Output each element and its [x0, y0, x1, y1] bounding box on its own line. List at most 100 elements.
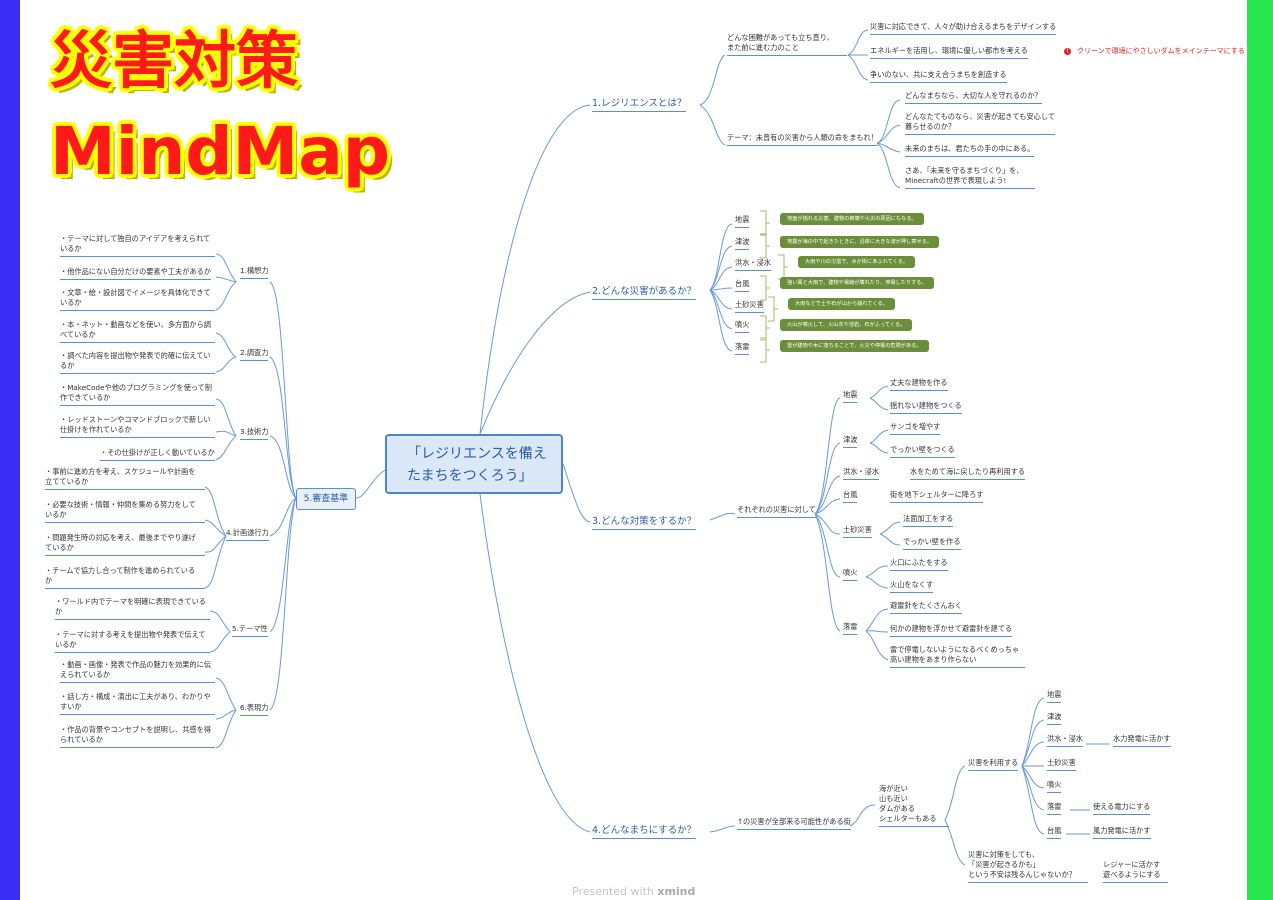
branch-4[interactable]: 4.どんなまちにするか？: [592, 822, 697, 839]
b5-i11[interactable]: ・問題発生時の対応を考え、最後までやり遂げているか: [45, 533, 205, 556]
b3-subtitle[interactable]: それぞれの災害に対して: [737, 505, 816, 518]
b5-i12[interactable]: ・チームで協力し合って制作を進められているか: [45, 566, 205, 589]
b3-d2[interactable]: 津波: [843, 435, 858, 448]
b4-use-3[interactable]: 洪水・浸水: [1047, 734, 1083, 747]
b1-item-2[interactable]: エネルギーを活用し、環境に優しい都市を考える: [870, 46, 1028, 59]
left-border: [0, 0, 20, 900]
b4-concern-answer-line-2: 遊べるようにする: [1103, 870, 1161, 879]
b1-warning-text: クリーンで環境にやさしいダムをメインテーマにする: [1077, 47, 1245, 55]
b5-i7[interactable]: ・レッドストーンやコマンドブロックで新しい仕掛けを作れているか: [60, 415, 215, 438]
b5-i17[interactable]: ・作品の背景やコンセプトを説明し、共感を得られているか: [60, 725, 215, 748]
b2-disaster-7[interactable]: 落雷: [735, 342, 750, 355]
b3-d4[interactable]: 台風: [843, 490, 858, 503]
b5-i6[interactable]: ・MakeCodeや他のプログラミングを使って制作できているか: [60, 383, 215, 406]
b4-use-6[interactable]: 落雷: [1047, 802, 1062, 815]
b4-use-3-note[interactable]: 水力発電に活かす: [1113, 734, 1171, 747]
b4-use-disaster[interactable]: 災害を利用する: [968, 758, 1019, 771]
branch-2[interactable]: 2.どんな災害があるか？: [592, 283, 697, 300]
b3-d7-m1[interactable]: 避雷針をたくさんおく: [890, 601, 962, 614]
b4-use-1[interactable]: 地震: [1047, 690, 1062, 703]
b3-d7-m3[interactable]: 雷で停電しないようになるべくめっちゃ 高い建物をあまり作らない: [890, 645, 1025, 668]
b1-definition[interactable]: どんな困難があっても立ち直り、 また前に進む力のこと: [727, 33, 847, 56]
b5-i3-l1: ・文章・絵・設計図でイメージを具体化できて: [60, 288, 211, 297]
b5-g3[interactable]: 3.技術力: [240, 427, 269, 440]
b5-g6[interactable]: 6.表現力: [240, 703, 269, 716]
b3-d5-m1[interactable]: 法面加工をする: [903, 514, 954, 527]
b5-i8[interactable]: ・その仕掛けが正しく動いているか: [100, 448, 215, 461]
b3-d1-m1[interactable]: 丈夫な建物を作る: [890, 378, 948, 391]
b3-d6[interactable]: 噴火: [843, 568, 858, 581]
b2-disaster-2-desc: 地震が海の中で起きたときに、沿岸に大きな波が押し寄せる。: [780, 236, 940, 248]
b5-i13[interactable]: ・ワールド内でテーマを明確に表現できているか: [55, 597, 210, 620]
b5-g5[interactable]: 5.テーマ性: [232, 624, 268, 637]
b3-d2-m2[interactable]: でっかい壁をつくる: [890, 445, 955, 458]
b5-i3[interactable]: ・文章・絵・設計図でイメージを具体化できているか: [60, 288, 215, 311]
b5-i4[interactable]: ・本・ネット・動画などを使い、多方面から調べているか: [60, 320, 215, 343]
b2-disaster-1-desc: 地面が揺れる災害。建物の倒壊や火災の原因にもなる。: [780, 213, 924, 225]
b1-theme[interactable]: テーマ：未曾有の災害から人類の命をまもれ！: [727, 133, 878, 146]
b3-d6-m2[interactable]: 火山をなくす: [890, 580, 934, 593]
b3-d6-m1[interactable]: 火口にふたをする: [890, 558, 948, 571]
branch-3[interactable]: 3.どんな対策をするか？: [592, 513, 697, 530]
b3-d7-m2[interactable]: 何かの建物を浮かせて避雷針を建てる: [890, 624, 1013, 637]
b4-use-7[interactable]: 台風: [1047, 826, 1062, 839]
b4-use-7-note[interactable]: 風力発電に活かす: [1093, 826, 1151, 839]
b4-feature-2: 山も近い: [879, 794, 908, 803]
b3-d2-m1[interactable]: サンゴを増やす: [890, 422, 941, 435]
b4-subtitle[interactable]: ↑の災害が全部来る可能性がある街: [737, 817, 851, 830]
b5-i12-l2: か: [45, 576, 53, 585]
b4-concern-answer[interactable]: レジャーに活かす 遊べるようにする: [1103, 860, 1168, 883]
central-topic[interactable]: 「レジリエンスを備え たまちをつくろう」: [385, 434, 563, 494]
b4-feature-1: 海が近い: [879, 784, 908, 793]
b5-i4-l2: べているか: [60, 330, 96, 339]
b4-use-5[interactable]: 噴火: [1047, 780, 1062, 793]
b5-i15[interactable]: ・動画・画像・発表で作品の魅力を効果的に伝えられているか: [60, 660, 215, 683]
b5-g1[interactable]: 1.構想力: [240, 266, 269, 279]
b1-warning[interactable]: !クリーンで環境にやさしいダムをメインテーマにする: [1064, 46, 1245, 56]
b3-d3[interactable]: 洪水・浸水: [843, 467, 879, 480]
b5-i5[interactable]: ・調べた内容を提出物や発表で的確に伝えているか: [60, 351, 215, 374]
b1-item-1[interactable]: 災害に対応できて、人々が助け合えるまちをデザインする: [870, 22, 1057, 35]
b1-definition-line-2: また前に進む力のこと: [727, 43, 799, 52]
b3-d1-m2[interactable]: 揺れない建物をつくる: [890, 401, 962, 414]
b3-d4-m1[interactable]: 街を地下シェルターに降ろす: [890, 490, 984, 503]
b2-disaster-1[interactable]: 地震: [735, 215, 750, 228]
branch-1[interactable]: 1.レジリエンスとは？: [592, 95, 687, 112]
b5-i9[interactable]: ・事前に進め方を考え、スケジュールや計画を立てているか: [45, 467, 205, 490]
b4-concern-line-3: という不安は残るんじゃないか？: [968, 870, 1076, 879]
b3-d5-m2[interactable]: でっかい壁を作る: [903, 537, 961, 550]
b5-i16[interactable]: ・話し方・構成・演出に工夫があり、わかりやすいか: [60, 692, 215, 715]
b2-disaster-6[interactable]: 噴火: [735, 320, 750, 333]
b4-features[interactable]: 海が近い 山も近い ダムがある シェルターもある: [879, 784, 949, 827]
b5-g2[interactable]: 2.調査力: [240, 348, 269, 361]
b5-i2[interactable]: ・他作品にない自分だけの要素や工夫があるか: [60, 267, 211, 280]
b1-item-3[interactable]: 争いのない、共に支え合うまちを創造する: [870, 70, 1007, 83]
b2-disaster-2[interactable]: 津波: [735, 237, 750, 250]
branch-5[interactable]: 5.審査基準: [296, 488, 356, 510]
b3-d1[interactable]: 地震: [843, 390, 858, 403]
b3-d5[interactable]: 土砂災害: [843, 525, 872, 538]
b4-use-2[interactable]: 津波: [1047, 712, 1062, 725]
b4-feature-4: シェルターもある: [879, 814, 937, 823]
b1-theme-item-1[interactable]: どんなまちなら、大切な人を守れるのか？: [905, 91, 1042, 104]
b1-theme-item-4[interactable]: さあ、「未来を守るまちづくり」を、 Minecraftの世界で表現しよう!: [905, 166, 1035, 189]
b1-theme-item-2[interactable]: どんなたてものなら、災害が起きても安心して 暮らせるのか？: [905, 112, 1055, 135]
b4-use-6-note[interactable]: 使える電力にする: [1093, 802, 1151, 815]
b2-disaster-3[interactable]: 洪水・浸水: [735, 258, 771, 271]
b4-use-4[interactable]: 土砂災害: [1047, 758, 1076, 771]
b5-i10[interactable]: ・必要な技術・情報・仲間を集める努力をしているか: [45, 500, 205, 523]
b2-disaster-4[interactable]: 台風: [735, 279, 750, 292]
b5-g4[interactable]: 4.計画遂行力: [226, 528, 269, 541]
b1-theme-item-3[interactable]: 未来のまちは、君たちの手の中にある。: [905, 144, 1035, 157]
b5-i15-l1: ・動画・画像・発表で作品の魅力を効果的に伝: [60, 660, 211, 669]
b4-feature-3: ダムがある: [879, 804, 915, 813]
b1-theme-item-2-line-2: 暮らせるのか？: [905, 122, 956, 131]
b3-d3-m1[interactable]: 水をためて海に戻したり再利用する: [910, 467, 1026, 480]
b5-i14[interactable]: ・テーマに対する考えを提出物や発表で伝えているか: [55, 630, 210, 653]
b2-disaster-5[interactable]: 土砂災害: [735, 300, 764, 313]
b1-theme-item-2-line-1: どんなたてものなら、災害が起きても安心して: [905, 112, 1056, 121]
b3-d7[interactable]: 落雷: [843, 622, 858, 635]
b4-concern[interactable]: 災害に対策をしても、 「災害が起きるかも」 という不安は残るんじゃないか？: [968, 850, 1088, 883]
b5-i1[interactable]: ・テーマに対して独自のアイデアを考えられているか: [60, 234, 215, 257]
